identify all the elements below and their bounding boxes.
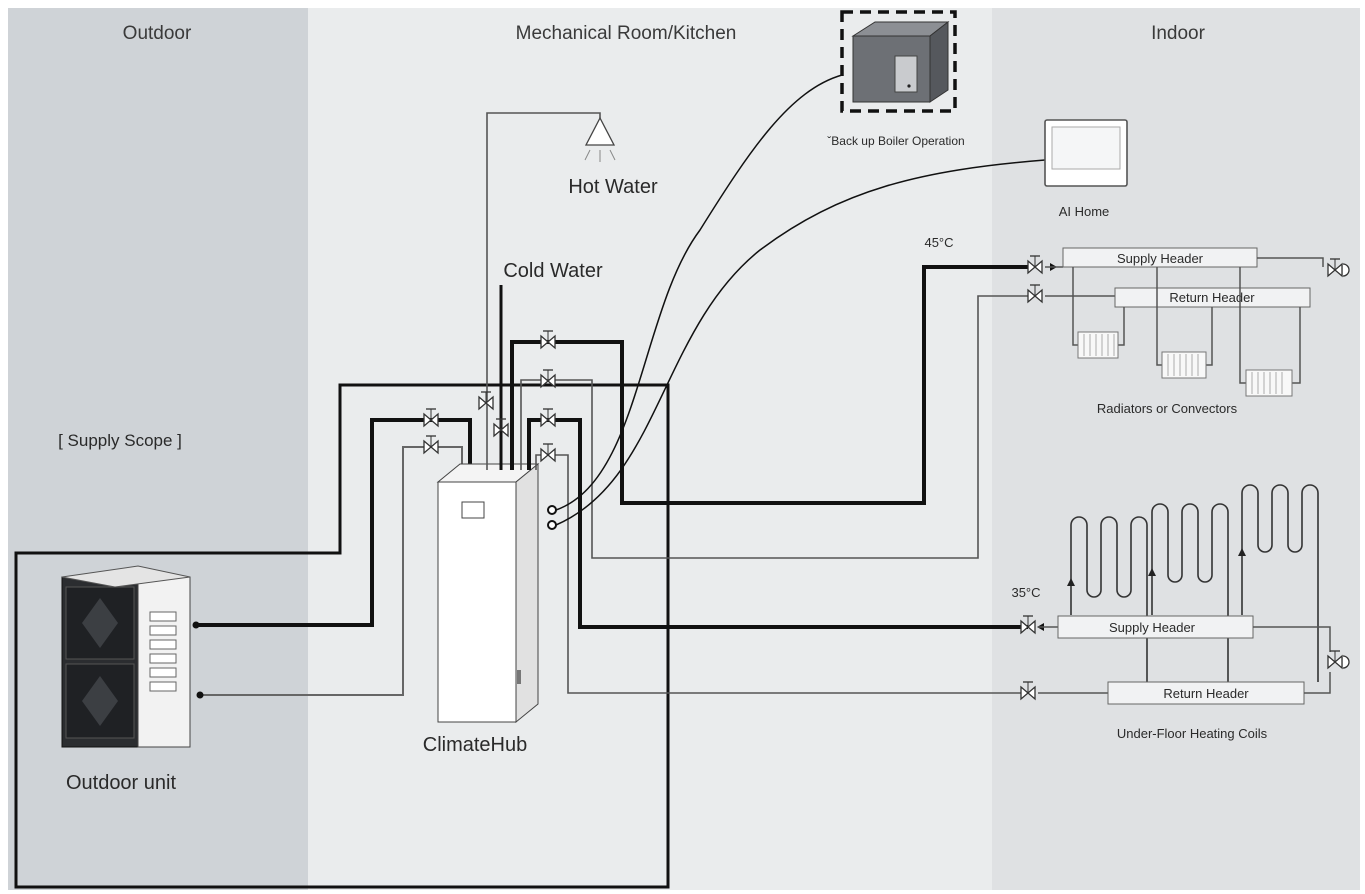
zone-title-mechanical: Mechanical Room/Kitchen xyxy=(516,23,737,44)
control-terminal-controller xyxy=(548,521,556,529)
radiators-label: Radiators or Convectors xyxy=(1097,401,1238,416)
hot-water-label: Hot Water xyxy=(568,176,658,198)
zone-title-outdoor: Outdoor xyxy=(123,23,192,44)
backup-boiler xyxy=(853,22,948,102)
supply-scope-label: [ Supply Scope ] xyxy=(58,431,182,450)
cold-water-label: Cold Water xyxy=(503,260,603,282)
radiator-temperature: 45°C xyxy=(924,235,953,250)
controller-label: AI Home xyxy=(1059,204,1110,219)
controller-display xyxy=(1045,120,1127,186)
floor-temperature: 35°C xyxy=(1011,585,1040,600)
outdoor-unit-label: Outdoor unit xyxy=(66,772,177,794)
outdoor-unit xyxy=(62,566,190,747)
radiator-return-header-label: Return Header xyxy=(1169,290,1255,305)
floor-supply-header-label: Supply Header xyxy=(1109,620,1196,635)
boiler-label: ˇBack up Boiler Operation xyxy=(827,134,964,148)
climatehub-unit xyxy=(438,464,538,722)
zone-title-indoor: Indoor xyxy=(1151,23,1206,44)
floor-return-header-label: Return Header xyxy=(1163,686,1249,701)
control-terminal-boiler xyxy=(548,506,556,514)
radiator-supply-header-label: Supply Header xyxy=(1117,251,1204,266)
climatehub-label: ClimateHub xyxy=(423,734,527,756)
underfloor-label: Under-Floor Heating Coils xyxy=(1117,726,1268,741)
